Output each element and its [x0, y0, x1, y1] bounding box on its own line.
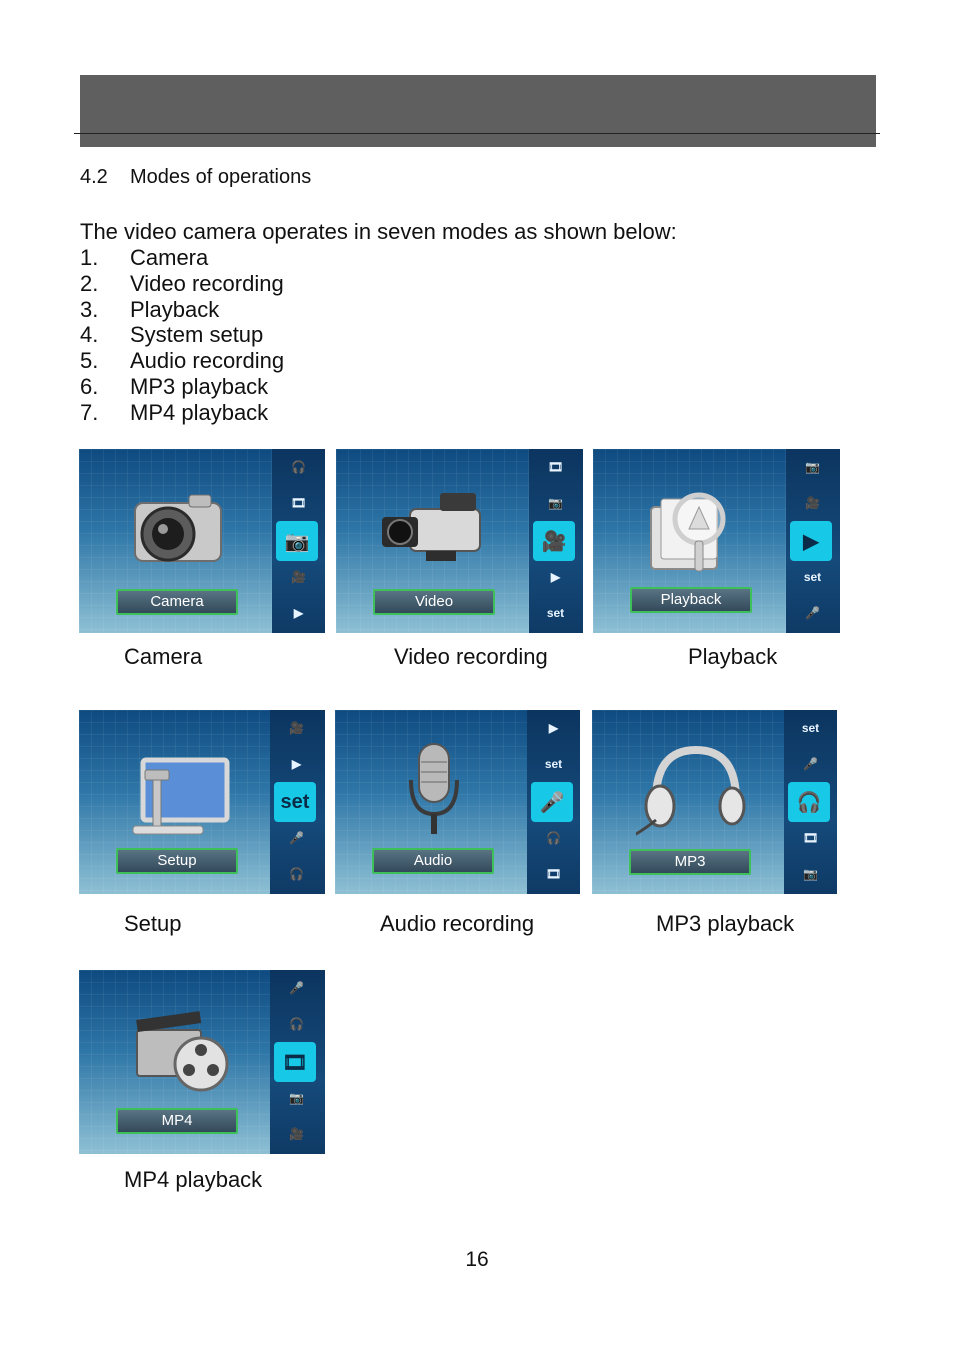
headphones-icon: 🎧 — [289, 1017, 304, 1031]
playback-folder-icon — [650, 492, 726, 572]
caption: Camera — [124, 644, 203, 669]
mode-rail: 🎞 📷 🎥 ▶ set — [529, 449, 583, 633]
set-icon: set — [274, 782, 316, 822]
caption: Audio recording — [380, 911, 535, 936]
camera-icon: 📷 — [289, 1091, 304, 1105]
headphones-icon: 🎧 — [291, 460, 306, 474]
mode-chip: MP4 — [116, 1108, 238, 1134]
mode-chip: Audio — [372, 848, 494, 874]
film-reel-icon: 🎞 — [547, 460, 564, 474]
camera-mode-screenshot: Camera 🎧 🎞 📷 🎥 ▶ — [79, 449, 325, 633]
caption: Setup — [124, 911, 182, 936]
play-icon: ▶ — [550, 570, 561, 584]
mode-rail: 📷 🎥 ▶ set 🎤 — [786, 449, 840, 633]
headphones-icon — [636, 745, 746, 836]
microphone-icon: 🎤 — [531, 782, 573, 822]
headphones-icon: 🎧 — [289, 867, 304, 881]
set-icon: set — [544, 757, 563, 771]
audio-mode-screenshot: Audio ▶ set 🎤 🎧 🎞 — [335, 710, 580, 894]
mode-chip: Setup — [116, 848, 238, 874]
play-icon: ▶ — [790, 521, 832, 561]
mode-rail: 🎥 ▶ set 🎤 🎧 — [270, 710, 325, 894]
mode-rail: ▶ set 🎤 🎧 🎞 — [527, 710, 580, 894]
camcorder-icon: 🎥 — [533, 521, 575, 561]
list-item: 6.MP3 playback — [80, 373, 269, 399]
film-reel-icon: 🎞 — [802, 831, 819, 845]
list-item: 4.System setup — [80, 322, 264, 348]
microphone-icon: 🎤 — [803, 757, 818, 771]
film-reel-icon: 🎞 — [274, 1042, 316, 1082]
mode-chip: Video — [373, 589, 495, 615]
mode-list: 1.Camera 2.Video recording 3.Playback 4.… — [80, 245, 284, 426]
section-title: Modes of operations — [130, 166, 312, 188]
section-number: 4.2 — [80, 166, 108, 188]
camcorder-icon: 🎥 — [291, 570, 306, 584]
caption: MP4 playback — [124, 1167, 263, 1192]
monitor-setup-icon — [132, 757, 230, 835]
mode-chip: Playback — [630, 587, 752, 613]
camcorder-icon: 🎥 — [289, 1127, 304, 1141]
film-reel-icon — [136, 1011, 229, 1092]
mode-rail: set 🎤 🎧 🎞 📷 — [784, 710, 837, 894]
play-icon: ▶ — [548, 721, 559, 735]
mp4-mode-screenshot: MP4 🎤 🎧 🎞 📷 🎥 — [79, 970, 325, 1154]
playback-mode-screenshot: Playback 📷 🎥 ▶ set 🎤 — [593, 449, 840, 633]
list-item: 7.MP4 playback — [80, 399, 269, 425]
list-item: 1.Camera — [80, 245, 209, 270]
camera-icon: 📷 — [276, 521, 318, 561]
mode-chip: Camera — [116, 589, 238, 615]
mode-chip: MP3 — [629, 849, 751, 875]
header-bar — [80, 75, 876, 147]
mode-rail: 🎤 🎧 🎞 📷 🎥 — [270, 970, 325, 1154]
intro-text: The video camera operates in seven modes… — [80, 219, 677, 244]
caption: Playback — [688, 644, 778, 669]
set-icon: set — [546, 606, 565, 620]
microphone-icon: 🎤 — [289, 981, 304, 995]
play-icon: ▶ — [293, 606, 304, 620]
set-icon: set — [801, 721, 820, 735]
list-item: 5.Audio recording — [80, 348, 285, 374]
camera-icon: 📷 — [548, 496, 563, 510]
header-rule — [74, 133, 880, 134]
film-reel-icon: 🎞 — [290, 496, 307, 510]
set-icon: set — [803, 570, 822, 584]
mp3-mode-screenshot: MP3 set 🎤 🎧 🎞 📷 — [592, 710, 837, 894]
mode-rail: 🎧 🎞 📷 🎥 ▶ — [272, 449, 325, 633]
microphone-icon — [409, 743, 459, 834]
camcorder-icon: 🎥 — [289, 721, 304, 735]
camcorder-icon: 🎥 — [805, 496, 820, 510]
camera-icon: 📷 — [803, 867, 818, 881]
microphone-icon: 🎤 — [289, 831, 304, 845]
camera-icon — [134, 494, 222, 562]
film-reel-icon: 🎞 — [545, 867, 562, 881]
camera-icon: 📷 — [805, 460, 820, 474]
headphones-icon: 🎧 — [788, 782, 830, 822]
list-item: 3.Playback — [80, 296, 220, 322]
microphone-icon: 🎤 — [805, 606, 820, 620]
section-heading: 4.2 Modes of operations — [80, 166, 311, 189]
caption: Video recording — [394, 644, 548, 669]
play-icon: ▶ — [291, 757, 302, 771]
video-mode-screenshot: Video 🎞 📷 🎥 ▶ set — [336, 449, 583, 633]
camcorder-icon — [382, 493, 481, 561]
caption: MP3 playback — [656, 911, 795, 936]
list-item: 2.Video recording — [80, 270, 284, 296]
headphones-icon: 🎧 — [546, 831, 561, 845]
page-number: 16 — [465, 1248, 489, 1271]
setup-mode-screenshot: Setup 🎥 ▶ set 🎤 🎧 — [79, 710, 325, 894]
